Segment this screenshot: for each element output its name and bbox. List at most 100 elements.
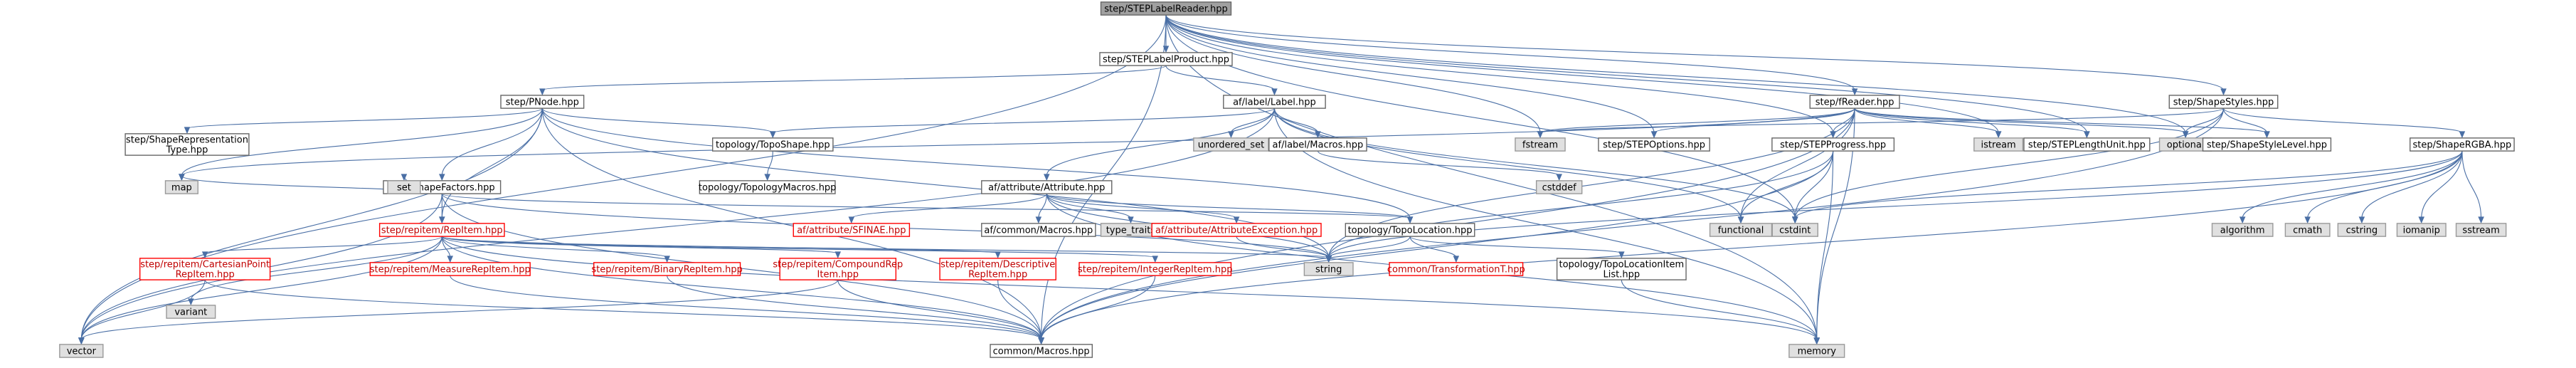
- node-pnode[interactable]: step/PNode.hpp: [500, 95, 585, 109]
- node-sstream: sstream: [2455, 223, 2507, 237]
- node-label: iomanip: [2403, 226, 2440, 236]
- node-label: step/ShapeRepresentation: [126, 135, 248, 146]
- node-box: [1193, 137, 1269, 152]
- edge-shapestyles-to-shapergba: [2222, 107, 2466, 139]
- node-root[interactable]: step/STEPLabelReader.hpp: [1100, 1, 1232, 16]
- edge-repitem-to-integer: [441, 236, 1158, 263]
- node-integer[interactable]: step/repitem/IntegerRepItem.hpp: [1078, 262, 1233, 276]
- node-label: step/STEPLabelReader.hpp: [1104, 4, 1228, 15]
- node-label: topology/TopoLocationItem: [1559, 260, 1685, 270]
- node-afcommonmacros[interactable]: af/common/Macros.hpp: [981, 223, 1096, 237]
- node-label: step/repitem/MeasureRepItem.hpp: [370, 265, 531, 275]
- edge-topolocation-to-transformation: [1409, 236, 1460, 263]
- edge-freader-to-functional: [1737, 108, 1855, 224]
- node-box: [1223, 95, 1326, 109]
- node-box: [124, 133, 250, 156]
- node-topo[interactable]: topology/TopoShape.hpp: [711, 137, 834, 152]
- node-labellabel[interactable]: af/label/Label.hpp: [1223, 95, 1326, 109]
- edge-binary-to-commonmacros: [667, 275, 1044, 345]
- edge-compound-to-vector: [78, 279, 839, 345]
- edge-root-to-freader: [1165, 15, 1858, 96]
- node-label: step/STEPProgress.hpp: [1780, 140, 1886, 151]
- node-box: [1598, 137, 1710, 152]
- node-label: set: [397, 183, 411, 194]
- node-label: cmath: [2293, 226, 2322, 236]
- node-stepprogress[interactable]: step/STEPProgress.hpp: [1771, 137, 1895, 152]
- node-label: topology/TopoLocation.hpp: [1348, 226, 1473, 236]
- node-label: af/attribute/AttributeException.hpp: [1155, 226, 1318, 236]
- node-shapestyles[interactable]: step/ShapeStyles.hpp: [2168, 95, 2279, 109]
- edge-shapergba-to-iomanip: [2418, 151, 2463, 224]
- node-label: step/repitem/IntegerRepItem.hpp: [1078, 265, 1233, 275]
- edge-pnode-to-topo: [541, 107, 776, 139]
- node-string: string: [1303, 262, 1354, 276]
- node-box: [378, 223, 505, 237]
- node-functional: functional: [1709, 223, 1773, 237]
- node-shapestylelevel[interactable]: step/ShapeStyleLevel.hpp: [2202, 137, 2332, 152]
- node-steplengthunit[interactable]: step/STEPLengthUnit.hpp: [2023, 137, 2151, 152]
- node-box: [981, 223, 1096, 237]
- node-label: af/common/Macros.hpp: [984, 226, 1093, 236]
- node-label: common/Macros.hpp: [993, 347, 1090, 357]
- edge-pnode-to-shaperep: [184, 107, 543, 135]
- edge-stepprogress-to-string: [1325, 151, 1834, 263]
- node-cstdint: cstdint: [1771, 223, 1818, 237]
- edge-pnode-to-topolocation: [541, 108, 1414, 224]
- edge-attribute-to-typetraits: [1046, 193, 1134, 224]
- node-sfinae[interactable]: af/attribute/SFINAE.hpp: [793, 223, 911, 237]
- edge-repitem-to-vector: [78, 236, 442, 345]
- node-label: vector: [67, 347, 97, 357]
- node-commonmacros[interactable]: common/Macros.hpp: [990, 344, 1093, 358]
- node-stepoptions[interactable]: step/STEPOptions.hpp: [1598, 137, 1710, 152]
- node-label: functional: [1718, 226, 1764, 236]
- edge-repitem-to-compound: [441, 236, 842, 259]
- node-box: [1078, 262, 1232, 276]
- node-label: af/label/Label.hpp: [1233, 98, 1316, 108]
- node-topolocation[interactable]: topology/TopoLocation.hpp: [1345, 223, 1475, 237]
- node-attrexception[interactable]: af/attribute/AttributeException.hpp: [1151, 223, 1322, 237]
- node-label: step/STEPLengthUnit.hpp: [2028, 140, 2146, 151]
- node-steplabelproduct[interactable]: step/STEPLabelProduct.hpp: [1099, 52, 1233, 66]
- edge-cartesian-to-commonmacros: [204, 279, 1044, 345]
- node-label: step/ShapeStyles.hpp: [2173, 98, 2274, 108]
- node-box: [939, 258, 1056, 280]
- edge-measure-to-commonmacros: [450, 275, 1044, 345]
- node-binary[interactable]: step/repitem/BinaryRepItem.hpp: [591, 262, 743, 276]
- edge-root-to-fstream: [1165, 15, 1544, 139]
- node-label: istream: [1981, 140, 2016, 151]
- node-cmath: cmath: [2284, 223, 2331, 237]
- node-attribute[interactable]: af/attribute/Attribute.hpp: [981, 180, 1113, 194]
- edge-root-to-shapestyles: [1165, 14, 2227, 96]
- edge-attribute-to-afcommonmacros: [1035, 194, 1047, 224]
- edge-root-to-istream: [1165, 15, 2002, 139]
- node-topomacros[interactable]: topology/TopologyMacros.hpp: [699, 180, 837, 194]
- node-repitem[interactable]: step/repitem/RepItem.hpp: [378, 223, 505, 237]
- edge-stepprogress-to-cstdint: [1792, 151, 1834, 224]
- node-box: [1389, 262, 1524, 276]
- node-box: [2284, 223, 2331, 237]
- node-fstream: fstream: [1515, 137, 1566, 152]
- edge-labellabel-to-attribute: [1044, 108, 1275, 182]
- node-box: [593, 262, 741, 276]
- node-box: [1788, 344, 1845, 358]
- node-box: [2410, 137, 2515, 152]
- node-box: [1709, 223, 1773, 237]
- node-labelmacros[interactable]: af/label/Macros.hpp: [1268, 137, 1367, 152]
- node-box: [990, 344, 1093, 358]
- edge-shapefactors-to-topolocation: [441, 193, 1414, 224]
- node-freader[interactable]: step/fReader.hpp: [1809, 95, 1900, 109]
- edge-steplabelproduct-to-labellabel: [1165, 65, 1278, 96]
- node-measure[interactable]: step/repitem/MeasureRepItem.hpp: [369, 262, 531, 276]
- node-label: cstring: [2346, 226, 2378, 236]
- node-shapergba[interactable]: step/ShapeRGBA.hpp: [2410, 137, 2515, 152]
- node-label: type_traits: [1106, 226, 1156, 236]
- edge-attribute-to-attrexception: [1046, 193, 1240, 224]
- edge-shapergba-to-cstdint: [1792, 150, 2463, 224]
- node-transformation[interactable]: common/TransformationT.hpp: [1387, 262, 1525, 276]
